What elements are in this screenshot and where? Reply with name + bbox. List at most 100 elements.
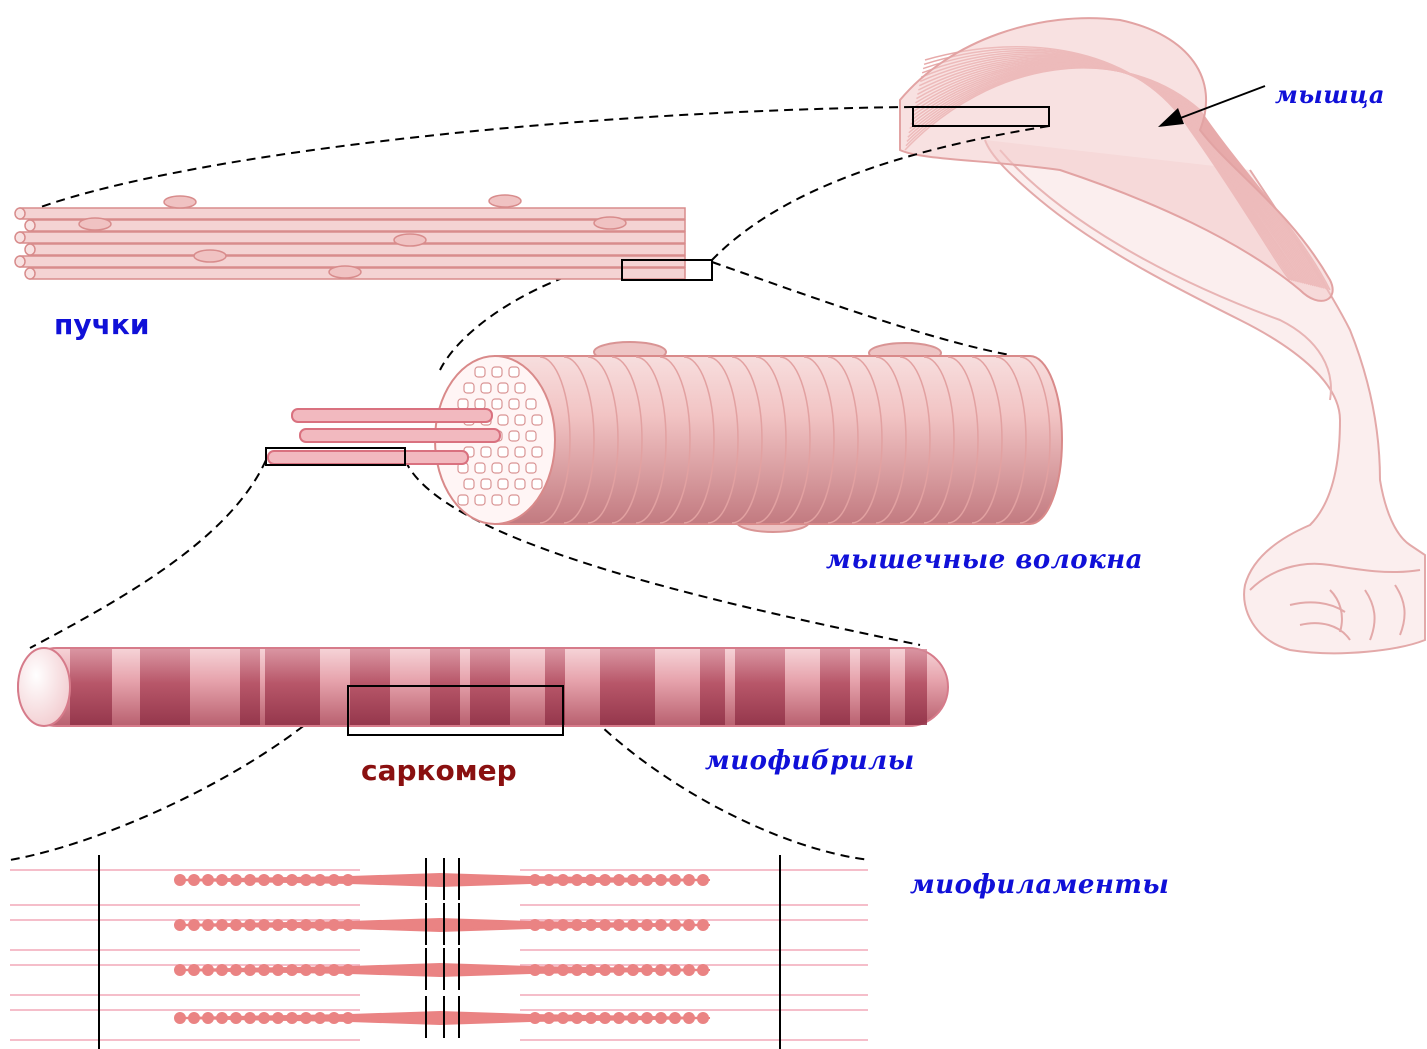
myosin-head [627,919,639,931]
myosin-head [174,1012,186,1024]
cross-section-dot [509,399,519,409]
bundle-strand-end [15,208,25,219]
myosin-head [272,874,284,886]
cross-section-dot [532,479,542,489]
myosin-head [669,874,681,886]
myosin-head [571,1012,583,1024]
myosin-head [230,964,242,976]
bundle-strand [20,232,685,243]
myosin-head [627,874,639,886]
cross-section-dot [475,463,485,473]
myosin-head [216,964,228,976]
cross-section-dot [526,463,536,473]
myosin-head [613,964,625,976]
myosin-head [328,874,340,886]
bundle-illustration [15,195,712,280]
myosin-head [216,1012,228,1024]
cross-section-dot [481,383,491,393]
myosin-head [529,964,541,976]
myosin-head [230,919,242,931]
cross-section-dot [458,495,468,505]
myosin-head [683,919,695,931]
myosin-head [613,1012,625,1024]
myosin-head [585,919,597,931]
cross-section-dot [481,447,491,457]
label-myofibrils: миофибрилы [705,746,915,776]
cross-section-dot [481,479,491,489]
myofibril-band [735,649,785,725]
myofibril-band [860,649,890,725]
cross-section-dot [492,399,502,409]
bundle-nucleus [79,218,111,230]
protruding-myofibril [268,451,468,464]
myosin-head [683,1012,695,1024]
myosin-head [300,919,312,931]
bundle-strand-end [25,220,35,231]
myosin-head [272,1012,284,1024]
myosin-head [244,919,256,931]
myosin-head [543,964,555,976]
myosin-head [641,964,653,976]
myofibril-illustration [18,648,948,735]
cross-section-dot [498,415,508,425]
myofibril-band [905,649,927,725]
myofibril-band [240,649,260,725]
myofilaments-illustration [10,855,868,1049]
cross-section-dot [509,495,519,505]
myofibril-band [820,649,850,725]
myosin-head [557,874,569,886]
myosin-head [627,964,639,976]
cross-section-dot [532,415,542,425]
cross-section-dot [498,479,508,489]
myosin-head [286,874,298,886]
myosin-head [627,1012,639,1024]
myosin-head [669,964,681,976]
myosin-head [641,874,653,886]
myosin-head [174,919,186,931]
bundle-strand-end [25,244,35,255]
bundle-strand [20,208,685,219]
bundle-nucleus [489,195,521,207]
myosin-head [557,964,569,976]
cross-section-dot [498,447,508,457]
bundle-strand-end [15,256,25,267]
myosin-head [669,1012,681,1024]
cross-section-dot [515,383,525,393]
connector-fiber-myofibril-left [30,460,266,648]
myosin-head [314,964,326,976]
myosin-head [314,919,326,931]
myosin-head [216,919,228,931]
myosin-head [641,1012,653,1024]
myosin-head [342,919,354,931]
myosin-head [557,1012,569,1024]
myosin-head [244,1012,256,1024]
myosin-head [342,1012,354,1024]
myosin-head [571,919,583,931]
myosin-head [342,874,354,886]
label-muscle: мышца [1275,80,1385,109]
myosin-head [529,1012,541,1024]
myosin-head [557,919,569,931]
myosin-head [258,1012,270,1024]
myosin-head [314,1012,326,1024]
myosin-head [244,964,256,976]
myofibril-band [265,649,320,725]
bundle-strand-end [25,268,35,279]
cross-section-dot [526,431,536,441]
myofibril-band [600,649,655,725]
myosin-head [697,874,709,886]
protruding-myofibril [300,429,500,442]
myosin-head [342,964,354,976]
myosin-head [272,919,284,931]
bundle-strand [20,256,685,267]
myosin-head [543,919,555,931]
connector-muscle-bundle-top [38,107,913,208]
myosin-head [258,919,270,931]
myosin-head [258,964,270,976]
myosin-head [314,874,326,886]
myosin-head [188,874,200,886]
myosin-head [571,874,583,886]
protruding-myofibril [292,409,492,422]
bundle-strand [30,220,685,231]
